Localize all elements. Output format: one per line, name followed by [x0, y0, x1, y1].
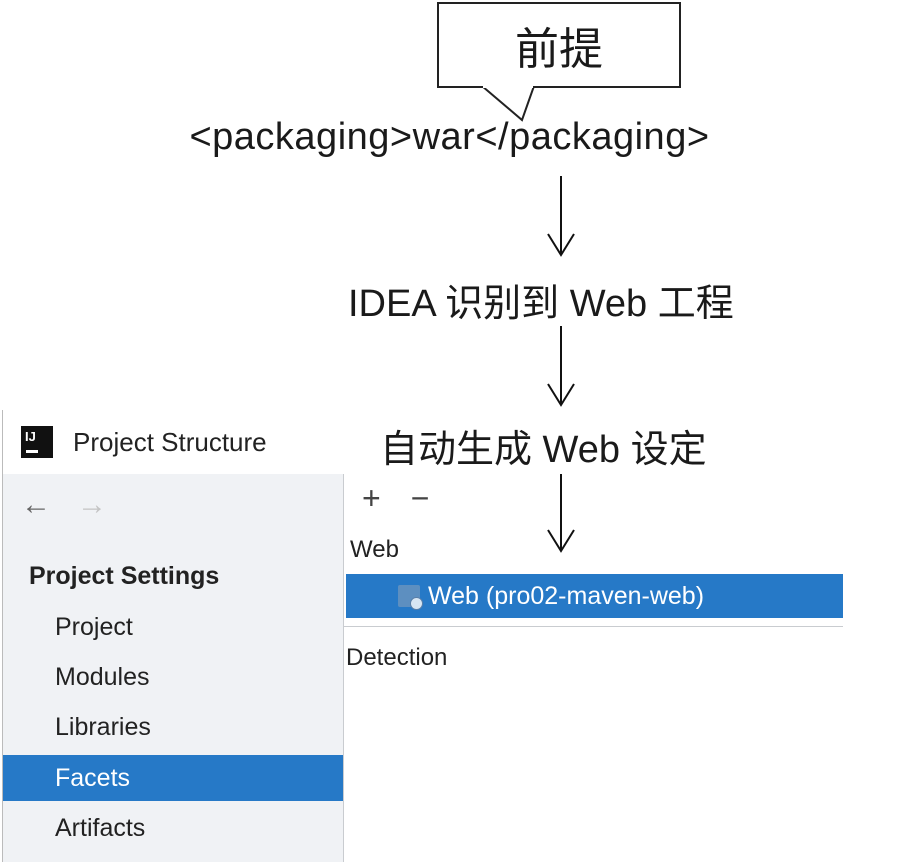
intellij-logo-icon: IJ: [21, 426, 53, 458]
panel-separator: [344, 626, 843, 627]
sidebar-item-libraries[interactable]: Libraries: [55, 713, 151, 741]
callout-text: 前提: [515, 25, 603, 74]
sidebar-item-artifacts[interactable]: Artifacts: [55, 814, 146, 842]
settings-sidebar: ← → Project Settings Project Modules Lib…: [3, 474, 344, 862]
down-arrow-icon: [547, 176, 575, 257]
web-group-label: Web: [350, 536, 399, 563]
callout-tail-icon: [480, 86, 536, 122]
sidebar-item-modules[interactable]: Modules: [55, 663, 150, 691]
packaging-code-line: <packaging>war</packaging>: [189, 116, 710, 158]
detection-label[interactable]: Detection: [346, 644, 448, 671]
facets-toolbar: + −: [362, 480, 429, 517]
down-arrow-icon: [547, 326, 575, 407]
callout-box: 前提: [437, 2, 681, 88]
down-arrow-icon: [547, 474, 575, 553]
sidebar-item-facets[interactable]: Facets: [3, 755, 343, 801]
step-auto-generate-web-settings: 自动生成 Web 设定: [380, 429, 707, 471]
step-idea-recognizes-web: IDEA 识别到 Web 工程: [348, 283, 734, 325]
sidebar-item-project[interactable]: Project: [55, 613, 133, 641]
web-facet-label: Web (pro02-maven-web): [428, 581, 705, 610]
forward-arrow-icon[interactable]: →: [77, 488, 107, 521]
history-navigation: ← →: [21, 488, 107, 522]
project-settings-heading: Project Settings: [29, 562, 220, 590]
facets-panel: + − Web Web (pro02-maven-web) Detection: [344, 474, 843, 862]
web-facet-tree-item[interactable]: Web (pro02-maven-web): [346, 574, 843, 618]
window-titlebar: IJ Project Structure: [3, 410, 843, 474]
add-icon[interactable]: +: [362, 480, 381, 516]
back-arrow-icon[interactable]: ←: [21, 488, 51, 521]
web-facet-icon: [398, 585, 423, 610]
window-title: Project Structure: [73, 426, 267, 457]
project-structure-window: IJ Project Structure ← → Project Setting…: [2, 410, 843, 862]
remove-icon[interactable]: −: [410, 480, 430, 516]
